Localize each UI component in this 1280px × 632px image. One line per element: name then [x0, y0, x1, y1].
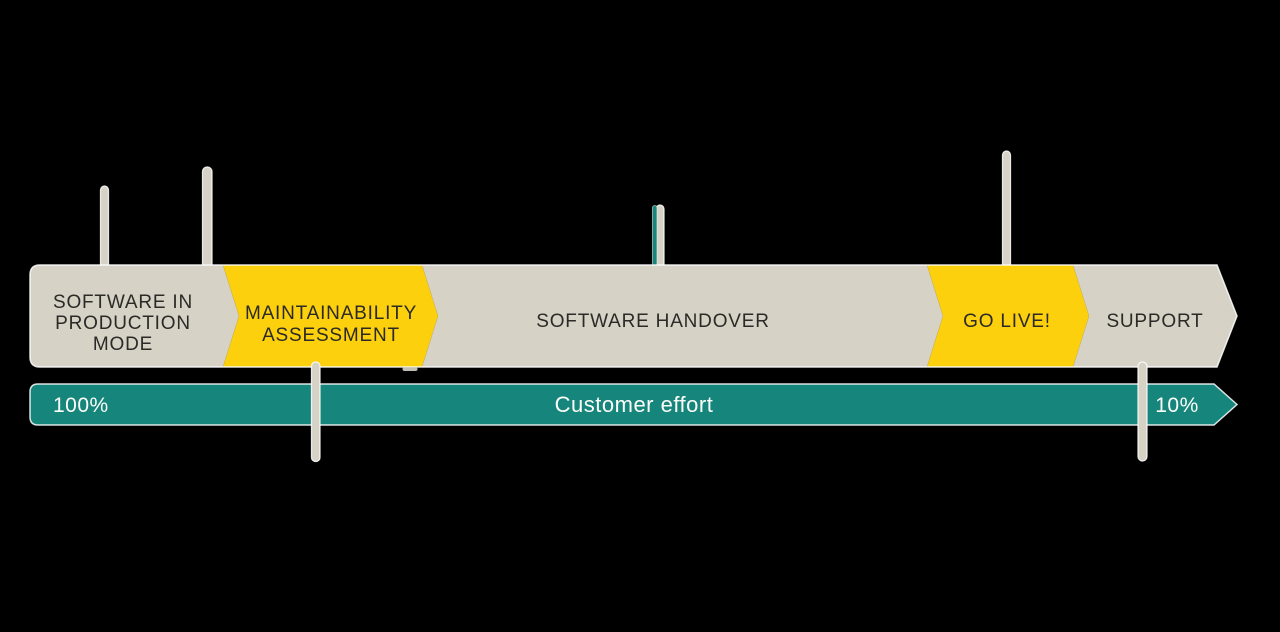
segment-label-line: SUPPORT — [1106, 311, 1203, 332]
segment-go-live — [927, 265, 1089, 367]
segment-label-line: SOFTWARE HANDOVER — [536, 311, 770, 332]
segment-maintainability-assessment — [223, 265, 438, 367]
callout-line-production-1 — [99, 185, 110, 273]
segment-software-in-production-mode — [30, 265, 239, 367]
process-band: SOFTWARE IN PRODUCTION MODE MAINTAINABIL… — [29, 264, 1238, 368]
callout-lines-top — [99, 150, 1012, 273]
boundary-notch-artifact — [402, 367, 418, 371]
segment-label-line: PRODUCTION — [55, 313, 191, 334]
callout-line-go-live — [1001, 150, 1012, 273]
callout-line-production-2 — [201, 166, 213, 273]
segment-label-line: GO LIVE! — [963, 311, 1051, 332]
segment-support — [1073, 265, 1237, 367]
effort-band: 100% Customer effort 10% — [29, 383, 1239, 426]
segment-label-line: MAINTAINABILITY — [245, 303, 417, 324]
effort-end-value: 10% — [1155, 394, 1199, 417]
segment-label-line: ASSESSMENT — [262, 325, 400, 346]
callout-line-assessment — [310, 361, 321, 463]
effort-band-arrow — [29, 383, 1239, 426]
process-band-outline — [29, 264, 1238, 368]
callout-line-support — [1137, 361, 1148, 462]
segment-software-handover — [422, 265, 943, 367]
callout-line-handover-teal-edge — [652, 205, 658, 273]
effort-start-value: 100% — [53, 394, 109, 417]
segment-label-line: SOFTWARE IN — [53, 292, 193, 313]
effort-band-label: Customer effort — [555, 392, 714, 417]
callout-lines-bottom — [310, 361, 1148, 463]
segment-label-line: MODE — [93, 334, 153, 355]
